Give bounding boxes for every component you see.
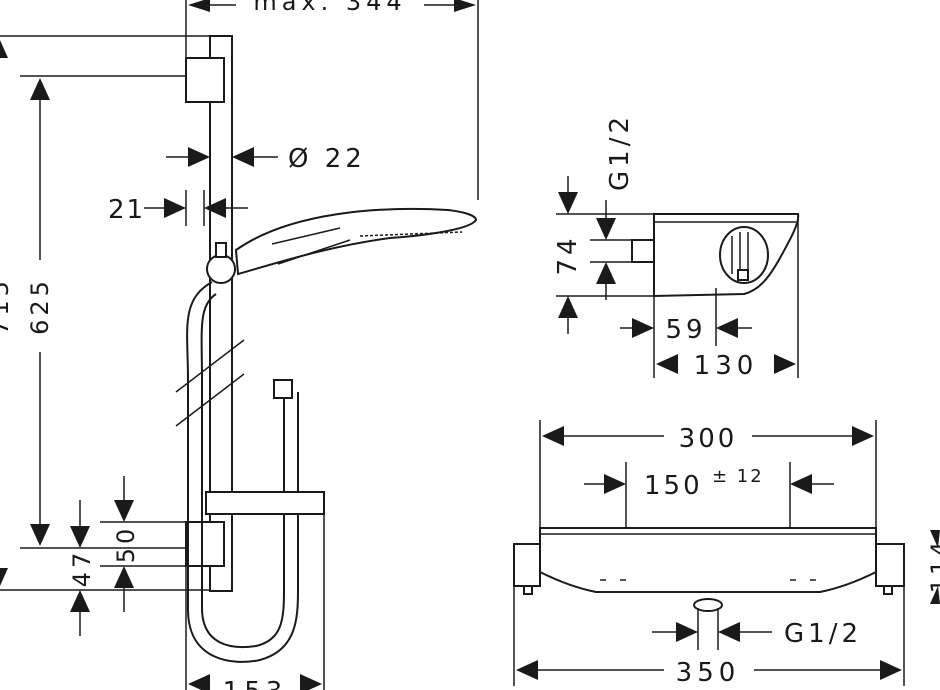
dim-diameter-22: Ø 22 bbox=[288, 144, 366, 174]
soap-dish bbox=[205, 491, 325, 515]
dim-50: 50 bbox=[112, 525, 140, 564]
thermostat-body-front bbox=[539, 527, 877, 593]
dim-300: 300 bbox=[679, 424, 738, 454]
dim-47: 47 bbox=[68, 549, 96, 588]
dim-right-partial: 114 bbox=[926, 539, 940, 594]
dim-21: 21 bbox=[108, 195, 145, 225]
thermostat-front-view: 300 150 ± 12 G1/2 350 114 bbox=[513, 420, 940, 688]
outlet-connector bbox=[693, 598, 723, 612]
end-cap-right bbox=[875, 543, 905, 587]
hand-shower bbox=[234, 207, 478, 276]
thread-g12-bottom: G1/2 bbox=[784, 619, 862, 649]
dim-625: 625 bbox=[26, 277, 54, 335]
dim-715-partial: 715 bbox=[0, 277, 14, 335]
thermostat-side-view: 74 G1/2 59 130 bbox=[553, 113, 800, 381]
dim-150: 150 bbox=[644, 471, 703, 501]
dim-74: 74 bbox=[553, 234, 583, 275]
dim-350: 350 bbox=[676, 658, 741, 688]
wall-bracket-top bbox=[185, 57, 225, 103]
shower-rail-set-view: max. 344 625 715 50 47 bbox=[0, 0, 479, 690]
dim-150-tolerance: ± 12 bbox=[712, 466, 764, 487]
end-cap-left bbox=[513, 543, 541, 587]
thread-g12-top: G1/2 bbox=[605, 113, 635, 191]
slide-rail bbox=[209, 35, 233, 592]
dim-59: 59 bbox=[665, 315, 706, 345]
dim-max-344: max. 344 bbox=[253, 0, 406, 16]
shower-holder-slider bbox=[206, 254, 236, 284]
dim-153: 153 bbox=[223, 677, 288, 690]
wall-bracket-bottom bbox=[185, 521, 225, 567]
dim-130: 130 bbox=[694, 351, 759, 381]
